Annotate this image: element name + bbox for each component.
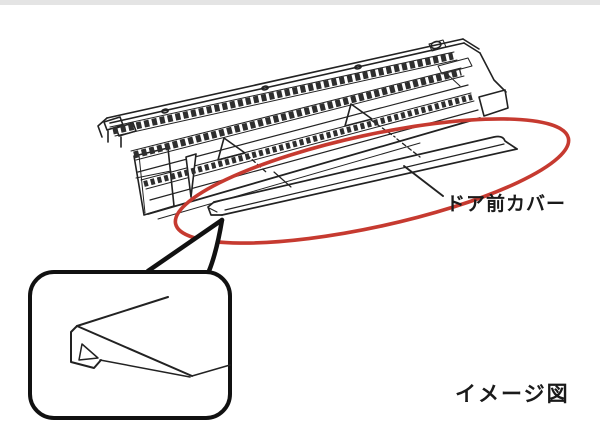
top-divider-bar [0, 0, 600, 5]
main-assembly-drawing [97, 38, 509, 220]
callout-pointer-line [206, 217, 225, 274]
highlight-ellipse [173, 117, 571, 245]
hatched-rails [112, 52, 473, 187]
position-marker-triangle [344, 103, 373, 127]
projection-leader-lines [246, 119, 421, 173]
part-label: ドア前カバー [446, 192, 566, 215]
callout-bubble [28, 217, 232, 420]
caption-label: イメージ図 [455, 383, 570, 406]
callout-detail-drawing [70, 296, 231, 378]
position-marker-triangle [217, 137, 246, 161]
door-front-cover-drawing [207, 135, 518, 216]
callout-pointer-line [145, 217, 225, 274]
callout-bubble-frame [28, 270, 232, 420]
part-label-leader-line [403, 165, 444, 197]
